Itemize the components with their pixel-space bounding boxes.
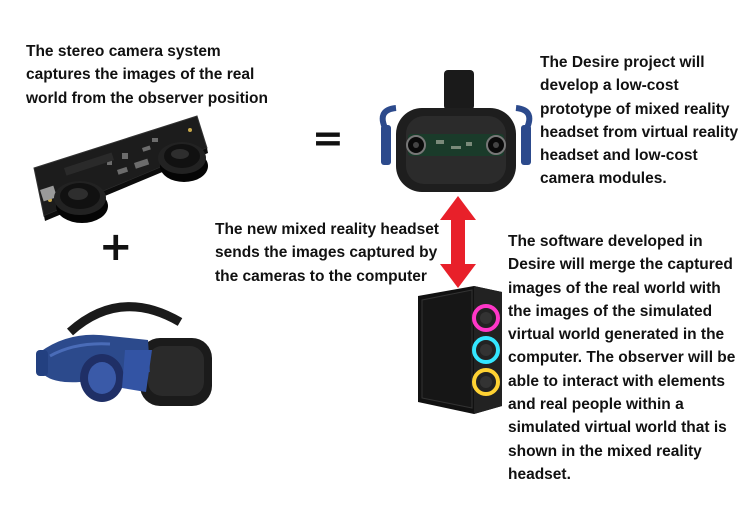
desire-project-description: The Desire project will develop a low-co… xyxy=(540,54,739,188)
stereo-camera-description: The stereo camera system captures the im… xyxy=(26,43,268,107)
plus-sign: + xyxy=(99,224,133,270)
headset-sends-description: The new mixed reality headset sends the … xyxy=(215,221,439,285)
computer-tower-image xyxy=(418,286,502,414)
software-merge-description: The software developed in Desire will me… xyxy=(508,233,736,483)
bidirectional-arrow xyxy=(440,196,476,288)
equals-sign: = xyxy=(312,116,344,160)
mixed-reality-headset-image xyxy=(379,70,533,192)
vr-headset-image xyxy=(36,302,212,406)
stereo-camera-module-image xyxy=(33,115,208,223)
